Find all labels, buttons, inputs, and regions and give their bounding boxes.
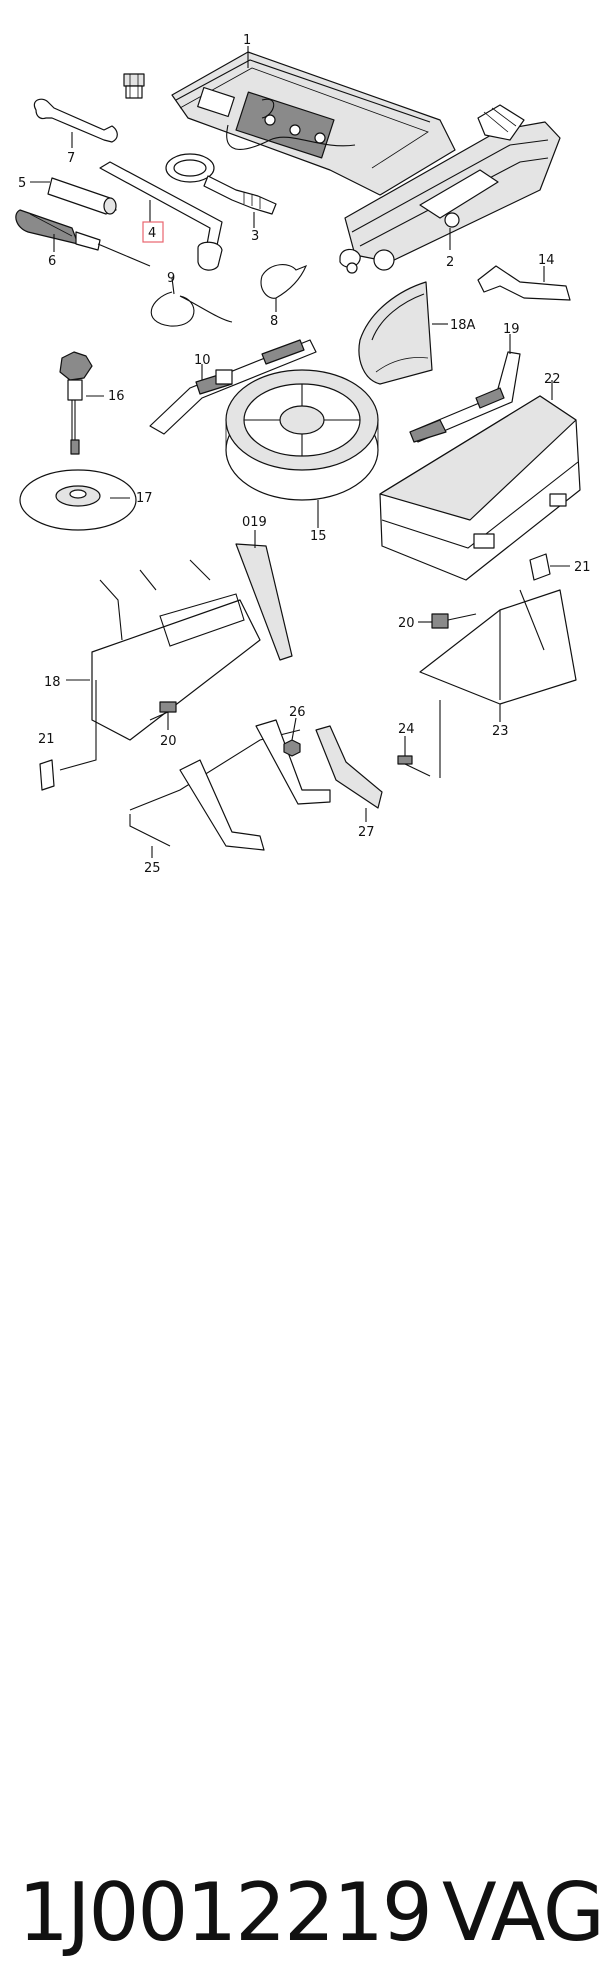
label-21-right: 21 xyxy=(574,560,591,575)
label-3: 3 xyxy=(251,229,259,244)
label-7: 7 xyxy=(67,151,75,166)
towing-eye-part xyxy=(165,153,277,228)
label-5: 5 xyxy=(18,176,26,191)
label-17: 17 xyxy=(136,491,153,506)
label-21-left: 21 xyxy=(38,732,55,747)
label-22: 22 xyxy=(544,372,561,387)
label-18a: 18A xyxy=(450,318,476,333)
nut-26-part xyxy=(283,717,301,757)
exploded-parts-diagram: 1 2 3 4 5 6 7 8 9 10 14 15 16 17 18 18A … xyxy=(15,33,591,876)
label-27: 27 xyxy=(358,825,375,840)
foam-strip-part xyxy=(235,530,293,661)
foam-strip-27-part xyxy=(315,725,383,822)
bracket-18-part xyxy=(39,559,261,791)
part-number: 1J0012219 xyxy=(18,1866,433,1959)
label-20-right: 20 xyxy=(398,616,415,631)
strap-part xyxy=(477,265,571,301)
jack-part xyxy=(339,104,561,274)
label-10: 10 xyxy=(194,353,211,368)
bracket-23-part xyxy=(419,589,577,778)
wheel-brace-part xyxy=(99,161,223,271)
strap-19-part xyxy=(409,334,521,443)
cover-part xyxy=(358,281,448,385)
bracket-25-part xyxy=(129,719,331,858)
bolt-part xyxy=(123,73,145,99)
manufacturer-name: VAG xyxy=(442,1866,600,1959)
clip-21-right-part xyxy=(529,553,570,581)
callout-labels: 1 2 3 4 5 6 7 8 9 10 14 15 16 17 18 18A … xyxy=(18,33,591,876)
spring-clip-part xyxy=(150,277,233,327)
label-19: 19 xyxy=(503,322,520,337)
label-2: 2 xyxy=(446,255,454,270)
label-6: 6 xyxy=(48,254,56,269)
label-25: 25 xyxy=(144,861,161,876)
label-9: 9 xyxy=(167,271,175,286)
rod-part xyxy=(30,177,117,215)
label-20-left: 20 xyxy=(160,734,177,749)
wrench-part xyxy=(33,98,118,148)
label-8: 8 xyxy=(270,314,278,329)
disc-part xyxy=(19,469,137,531)
label-4-highlight xyxy=(142,221,164,243)
label-4: 4 xyxy=(148,226,156,241)
label-16: 16 xyxy=(108,389,125,404)
label-14: 14 xyxy=(538,253,555,268)
label-15: 15 xyxy=(310,529,327,544)
storage-box-part xyxy=(379,380,581,581)
strap-10-part xyxy=(149,339,317,435)
tool-pouch-part xyxy=(171,46,456,196)
screw-24-part xyxy=(397,736,431,777)
label-24: 24 xyxy=(398,722,415,737)
label-26: 26 xyxy=(289,705,306,720)
label-18: 18 xyxy=(44,675,61,690)
label-23: 23 xyxy=(492,724,509,739)
footer: 1J0012219 VAG xyxy=(0,930,600,1959)
bolt-20-right-part xyxy=(418,613,477,629)
screwdriver-part xyxy=(15,209,151,267)
wheel-tray-part xyxy=(225,369,379,528)
hook-part xyxy=(260,264,308,312)
wheel-bolt-part xyxy=(59,351,104,455)
label-1: 1 xyxy=(243,33,251,48)
bolt-20-left-part xyxy=(149,701,177,730)
label-019: 019 xyxy=(242,515,267,530)
